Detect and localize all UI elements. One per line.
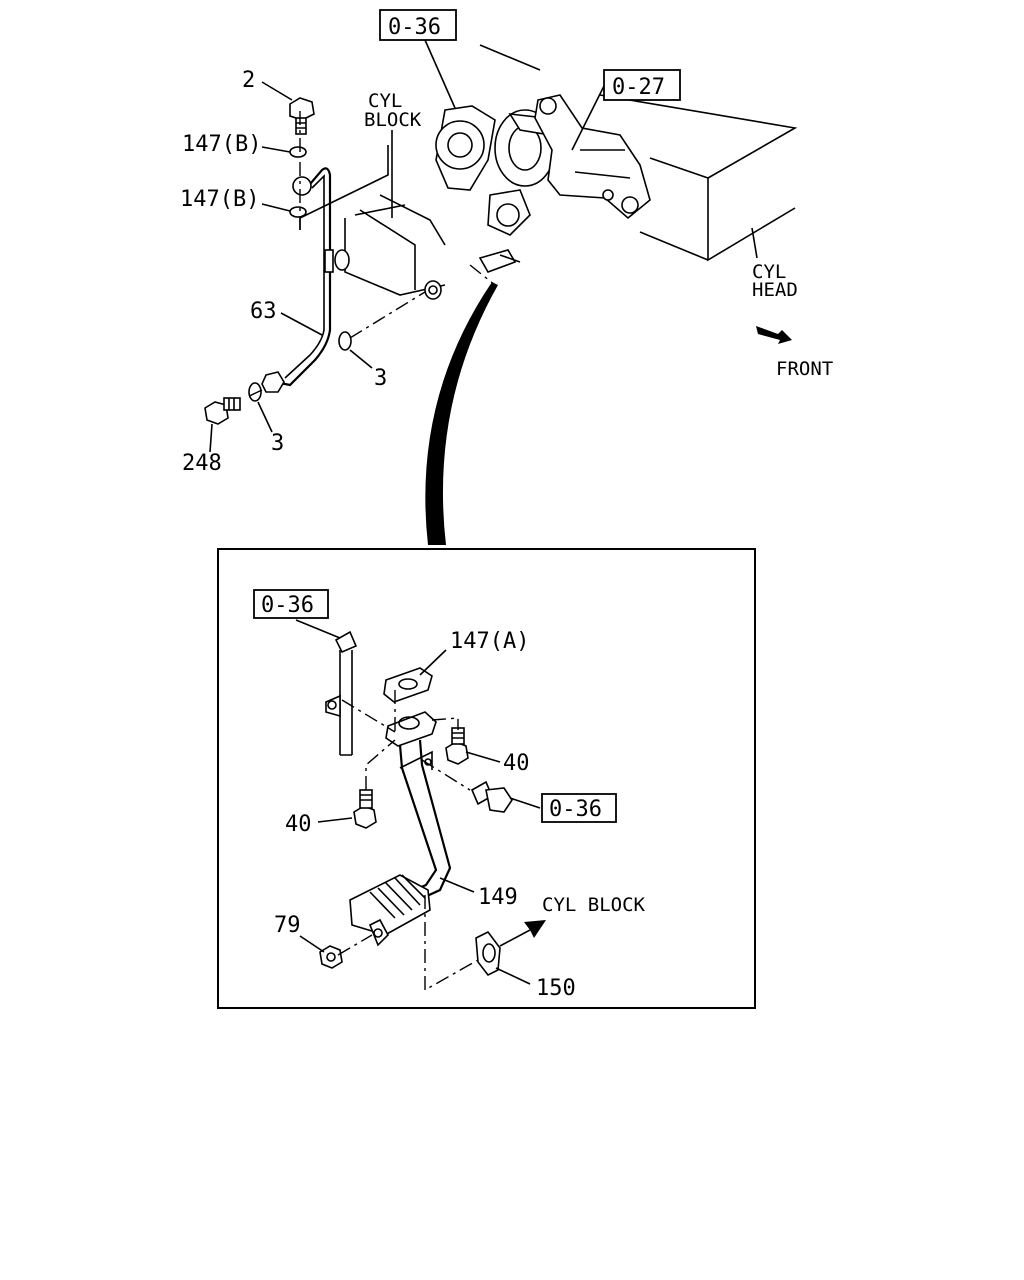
part-number-150: 150 [536, 976, 576, 1001]
part-number-147b-lower: 147(B) [180, 187, 259, 212]
part-number-147b-upper: 147(B) [182, 132, 261, 157]
cyl-head-label-line2: HEAD [752, 279, 798, 301]
oil-feed-pipe [261, 167, 350, 393]
front-label: FRONT [776, 358, 833, 380]
cyl-head-label-line1: CYL [752, 261, 786, 283]
flow-arrow-icon [499, 920, 546, 947]
cyl-block-label-line2: BLOCK [364, 109, 422, 131]
part-number-3-left: 3 [271, 431, 284, 456]
cyl-block-label-line1: CYL [368, 90, 402, 112]
part-number-63: 63 [250, 299, 277, 324]
gasket-147a [383, 667, 433, 703]
part-number-79: 79 [274, 913, 301, 938]
block-fitting [424, 280, 442, 300]
washer-147b-upper [289, 146, 307, 158]
washer-3-right [338, 331, 352, 351]
leader-lines-upper [209, 39, 758, 453]
part-number-149: 149 [478, 885, 518, 910]
ref-box-027: 0-27 [603, 69, 681, 101]
ref-036-inset-right-text: 0-36 [549, 797, 602, 822]
ref-box-036-top: 0-36 [379, 9, 457, 41]
inset-centerline-left [341, 690, 396, 790]
turbocharger [435, 105, 556, 273]
part-number-2: 2 [242, 68, 255, 93]
part-number-40-right: 40 [503, 751, 530, 776]
ref-027-text: 0-27 [612, 75, 665, 100]
gasket-150 [475, 930, 501, 977]
inset-callout-leader [425, 282, 498, 545]
centerline-block [469, 264, 496, 286]
cylinder-block-outline [299, 145, 446, 296]
ref-box-036-inset-right: 0-36 [541, 793, 617, 823]
inset-centerline-right [421, 717, 471, 791]
ref-036-inset-top-text: 0-36 [261, 593, 314, 618]
part-number-147a: 147(A) [450, 629, 529, 654]
ref-036-top-text: 0-36 [388, 15, 441, 40]
front-arrow-icon [756, 326, 792, 344]
ref-box-036-inset-top: 0-36 [253, 589, 329, 619]
centerline-bolt [244, 291, 426, 399]
exhaust-manifold [534, 94, 651, 220]
bolt-2 [289, 97, 315, 135]
inset-turbo-stud [325, 630, 358, 756]
part-number-3-right: 3 [374, 366, 387, 391]
part-number-40-left: 40 [285, 812, 312, 837]
nut-79 [319, 945, 343, 969]
bolt-40-right [445, 727, 469, 765]
bolt-248 [204, 397, 241, 425]
inset-centerline-bottom [337, 895, 479, 992]
washer-147b-lower [289, 206, 307, 218]
cylinder-head-outline [479, 44, 798, 262]
inset-stud-0-36 [470, 780, 513, 813]
hose-bellows [349, 874, 431, 947]
part-number-248: 248 [182, 451, 222, 476]
leader-lines-inset [295, 619, 541, 985]
washer-3-left [248, 382, 262, 402]
cyl-block-inset-label: CYL BLOCK [542, 894, 646, 916]
